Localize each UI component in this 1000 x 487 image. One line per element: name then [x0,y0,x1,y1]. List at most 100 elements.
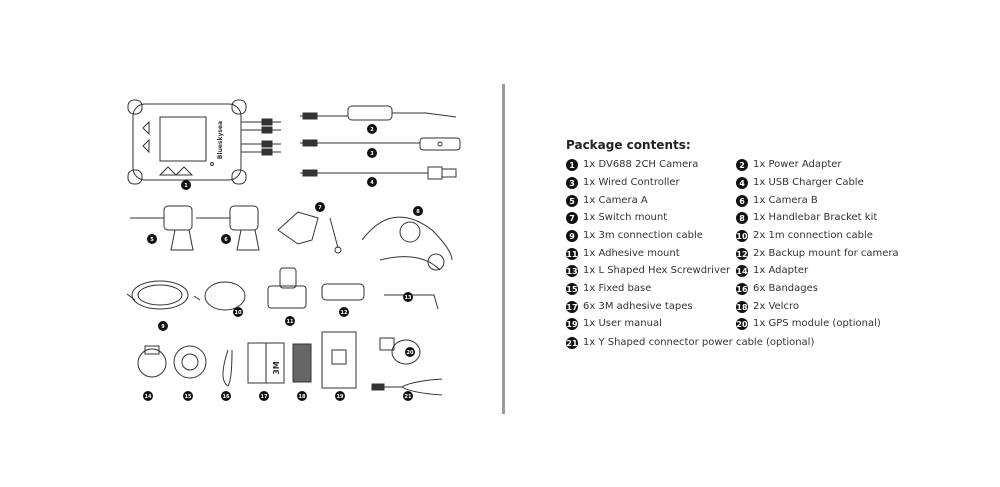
vertical-divider [502,84,505,414]
item-label: 1x Power Adapter [753,159,842,170]
package-contents-heading: Package contents: [566,138,691,152]
list-item: 5 1x Camera A [566,195,648,207]
item-number-badge: 11 [566,248,578,260]
item-number-badge: 14 [736,265,748,277]
item-label: 1x Camera B [753,195,818,206]
badge-6: 6 [221,234,231,244]
svg-text:14: 14 [145,394,152,400]
list-item: 19 1x User manual [566,318,662,330]
badge-10: 10 [233,307,243,317]
svg-text:13: 13 [405,295,412,301]
badge-15: 15 [183,391,193,401]
item-number-badge: 10 [736,230,748,242]
badge-2: 2 [367,124,377,134]
item-label: 1x User manual [583,318,662,329]
item-number-badge: 5 [566,195,578,207]
item-label: 1x L Shaped Hex Screwdriver [583,265,731,276]
list-item: 13 1x L Shaped Hex Screwdriver [566,265,730,277]
item-number-badge: 4 [736,177,748,189]
item-number-badge: 8 [736,212,748,224]
item-label: 1x GPS module (optional) [753,318,881,329]
svg-text:16: 16 [223,394,230,400]
badge-1: 1 [181,180,191,190]
badge-21: 21 [403,391,413,401]
svg-text:17: 17 [261,394,268,400]
badge-19: 19 [335,391,345,401]
item-number-badge: 18 [736,301,748,313]
svg-text:5: 5 [150,237,154,243]
svg-text:1: 1 [184,183,188,189]
item-number-badge: 21 [566,337,578,349]
dvr-unit-drawing [127,99,247,185]
brand-mark: Blueskysea [217,121,224,159]
item-label: 6x 3M adhesive tapes [583,301,693,312]
item-number-badge: 17 [566,301,578,313]
svg-text:3: 3 [370,151,374,157]
svg-text:11: 11 [287,319,294,325]
item-number-badge: 9 [566,230,578,242]
item-label: 2x Velcro [753,301,799,312]
badge-14: 14 [143,391,153,401]
list-item: 7 1x Switch mount [566,212,667,224]
item-number-badge: 16 [736,283,748,295]
badge-5: 5 [147,234,157,244]
item-number-badge: 7 [566,212,578,224]
item-number-badge: 20 [736,318,748,330]
svg-text:2: 2 [370,127,374,133]
list-item: 18 2x Velcro [736,301,799,313]
list-item: 8 1x Handlebar Bracket kit [736,212,877,224]
svg-text:18: 18 [299,394,306,400]
item-label: 1x Y Shaped connector power cable (optio… [583,337,815,348]
item-number-badge: 12 [736,248,748,260]
badge-12: 12 [339,307,349,317]
svg-text:20: 20 [407,350,414,356]
list-item: 15 1x Fixed base [566,283,651,295]
tape-3m-label: 3M [272,361,281,375]
item-label: 1x Adhesive mount [583,248,680,259]
svg-text:10: 10 [235,310,242,316]
svg-text:21: 21 [405,394,412,400]
badge-13: 13 [403,292,413,302]
list-item: 2 1x Power Adapter [736,159,842,171]
svg-text:9: 9 [161,324,165,330]
item-label: 1x DV688 2CH Camera [583,159,699,170]
item-number-badge: 15 [566,283,578,295]
item-label: 1x Wired Controller [583,177,680,188]
list-item: 1 1x DV688 2CH Camera [566,159,698,171]
item-label: 1x Fixed base [583,283,652,294]
svg-text:12: 12 [341,310,348,316]
item-number-badge: 1 [566,159,578,171]
svg-text:19: 19 [337,394,344,400]
list-item: 20 1x GPS module (optional) [736,318,881,330]
svg-text:4: 4 [370,180,374,186]
item-label: 2x Backup mount for camera [753,248,899,259]
badge-20: 20 [405,347,415,357]
item-number-badge: 19 [566,318,578,330]
badge-8: 8 [413,206,423,216]
badge-17: 17 [259,391,269,401]
item-label: 1x USB Charger Cable [753,177,864,188]
list-item: 4 1x USB Charger Cable [736,177,864,189]
item-label: 2x 1m connection cable [753,230,873,241]
badge-16: 16 [221,391,231,401]
list-item: 6 1x Camera B [736,195,818,207]
item-number-badge: 13 [566,265,578,277]
svg-text:15: 15 [185,394,192,400]
list-item: 21 1x Y Shaped connector power cable (opt… [566,337,814,349]
badge-4: 4 [367,177,377,187]
list-item: 3 1x Wired Controller [566,177,680,189]
svg-text:8: 8 [416,209,420,215]
badge-9: 9 [158,321,168,331]
item-number-badge: 6 [736,195,748,207]
package-illustration: Blueskysea 3M 1 2 3 4 5 6 7 8 9 10 11 12… [126,99,461,401]
svg-text:7: 7 [318,205,322,211]
item-label: 1x Camera A [583,195,648,206]
item-number-badge: 2 [736,159,748,171]
item-label: 1x Handlebar Bracket kit [753,212,878,223]
list-item: 12 2x Backup mount for camera [736,248,899,260]
list-item: 17 6x 3M adhesive tapes [566,301,693,313]
item-number-badge: 3 [566,177,578,189]
item-label: 1x Switch mount [583,212,668,223]
